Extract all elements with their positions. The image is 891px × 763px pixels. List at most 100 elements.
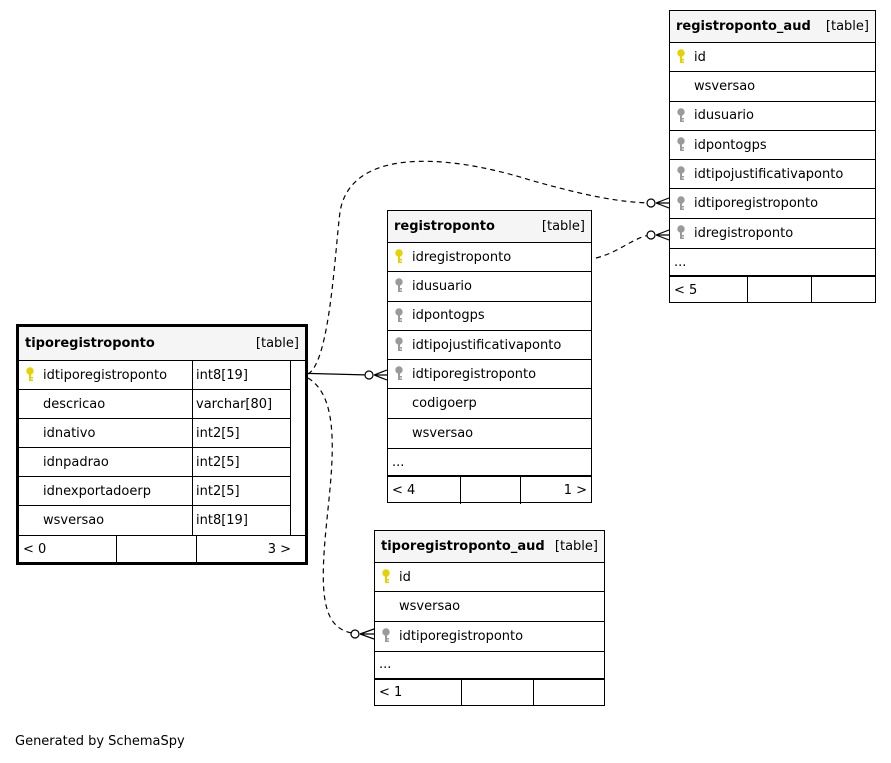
parents-count[interactable]: < 4 [392, 483, 416, 499]
table-name: registroponto [394, 219, 495, 234]
foreign-key-icon [394, 366, 412, 382]
children-count[interactable]: 3 > [196, 536, 295, 562]
column-name: idpontogps [694, 137, 767, 153]
generated-by-label: Generated by SchemaSpy [15, 734, 185, 749]
table-name: tiporegistroponto [25, 336, 155, 351]
column-row[interactable]: id [375, 563, 604, 593]
relation-end-circle [646, 198, 656, 208]
table-kind: [table] [255, 336, 299, 351]
table-header: registroponto_aud [table] [670, 11, 875, 43]
column-name-cell: idusuario [670, 102, 875, 130]
table-name: registroponto_aud [676, 19, 811, 34]
column-name-cell: idregistroponto [670, 219, 875, 248]
footer-middle [460, 477, 520, 505]
footer-middle [747, 277, 811, 304]
column-name: idtipojustificativaponto [694, 166, 844, 182]
column-row[interactable]: idpontogps [388, 302, 591, 331]
table-header: tiporegistroponto_aud [table] [375, 531, 604, 563]
table-kind: [table] [541, 219, 585, 234]
foreign-key-icon [381, 628, 399, 644]
column-row[interactable]: idpontogps [670, 131, 875, 161]
column-row[interactable]: idtiporegistroponto [388, 360, 591, 390]
column-row[interactable]: idtiporegistroponto [670, 189, 875, 219]
column-name: idtipojustificativaponto [412, 337, 562, 353]
more-columns: ... [670, 248, 875, 277]
table-registroponto[interactable]: registroponto [table] idregistroponto idu… [387, 210, 592, 505]
column-name-cell: wsversao [375, 592, 604, 620]
column-name-cell: idtiporegistroponto [670, 189, 875, 217]
column-name: idusuario [412, 278, 472, 294]
column-name-cell: wsversao [19, 506, 192, 535]
column-name-cell: descricao [19, 390, 192, 418]
table-footer: < 5 [670, 276, 875, 304]
parents-count[interactable]: < 1 [379, 685, 403, 701]
foreign-key-icon [676, 195, 694, 212]
table-registroponto-aud[interactable]: registroponto_aud [table] id wsversao idus… [669, 10, 876, 304]
column-name-cell: idpontogps [670, 131, 875, 159]
column-row[interactable]: wsversao [670, 72, 875, 102]
column-name-cell: codigoerp [388, 389, 591, 417]
column-name-cell: wsversao [388, 419, 591, 448]
column-list: id wsversao idusuario idpontogps idtipojusti… [670, 43, 875, 248]
column-type: varchar[80] [192, 390, 290, 418]
column-name: idnexportadoerp [43, 483, 151, 499]
relation-crowfoot [373, 369, 388, 381]
column-row[interactable]: wsversao [388, 419, 591, 448]
column-name-cell: idnativo [19, 419, 192, 447]
column-name-cell: idtiporegistroponto [19, 361, 192, 389]
column-name: idpontogps [412, 308, 485, 324]
column-name: idtiporegistroponto [412, 366, 537, 382]
column-name: idnativo [43, 425, 96, 441]
column-name-cell: id [670, 43, 875, 71]
column-name: wsversao [694, 78, 756, 94]
relation-tiporegistroponto-tiporegistroponto-aud [307, 377, 353, 634]
column-row[interactable]: id [670, 43, 875, 73]
column-name: idusuario [694, 108, 754, 124]
column-name-cell: wsversao [670, 72, 875, 100]
table-footer: < 4 1 > [388, 476, 591, 505]
column-name: idtiporegistroponto [694, 196, 819, 212]
relation-end-circle [350, 629, 360, 639]
column-row[interactable]: idusuario [388, 272, 591, 302]
relation-registroponto-registroponto-aud [595, 234, 651, 259]
column-row[interactable]: idtiporegistroponto [375, 622, 604, 651]
column-row[interactable]: idtipojustificativaponto [388, 331, 591, 361]
table-header: registroponto [table] [388, 211, 591, 243]
column-type: int8[19] [192, 361, 290, 389]
more-columns: ... [388, 448, 591, 477]
column-row[interactable]: idregistroponto [670, 219, 875, 248]
column-name: idnpadrao [43, 454, 109, 470]
column-row[interactable]: idtipojustificativaponto [670, 160, 875, 190]
relation-end-circle [364, 370, 374, 380]
column-row[interactable]: idregistroponto [388, 243, 591, 273]
foreign-key-icon [676, 137, 694, 153]
column-row[interactable]: codigoerp [388, 389, 591, 419]
column-name-cell: idtipojustificativaponto [388, 331, 591, 359]
column-row[interactable]: wsversao [375, 592, 604, 622]
column-row[interactable]: idnexportadoerp int2[5] [19, 477, 291, 506]
column-name: idregistroponto [412, 249, 512, 265]
table-tiporegistroponto[interactable]: tiporegistroponto [table] idtiporegistro… [16, 324, 308, 565]
foreign-key-icon [676, 108, 694, 124]
children-count[interactable]: 1 > [520, 477, 591, 505]
column-type: int2[5] [192, 477, 290, 505]
primary-key-icon [381, 569, 399, 585]
column-row[interactable]: idusuario [670, 102, 875, 131]
more-columns: ... [375, 650, 604, 679]
parents-count[interactable]: < 0 [23, 541, 47, 557]
ellipsis: ... [674, 254, 687, 270]
column-name-cell: idpontogps [388, 302, 591, 330]
foreign-key-icon [394, 308, 412, 324]
column-name-cell: id [375, 563, 604, 591]
parents-count[interactable]: < 5 [674, 282, 698, 298]
foreign-key-icon [394, 337, 412, 353]
